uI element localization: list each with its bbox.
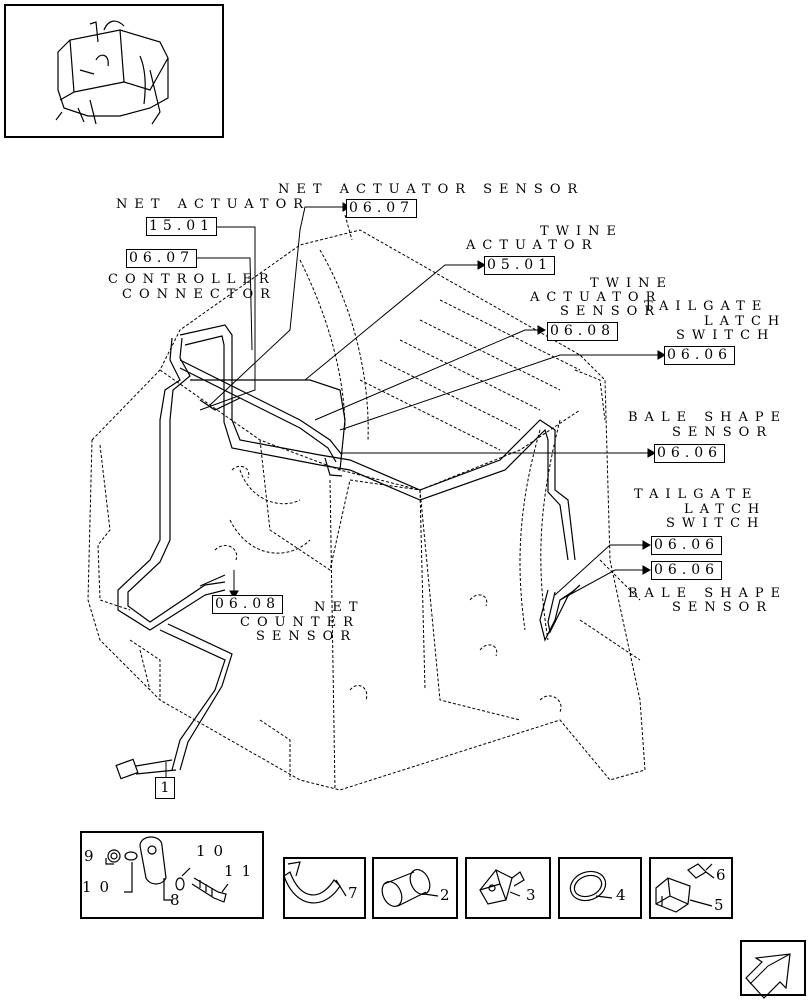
- ref-bale-shape-sensor-lower[interactable]: 06.06: [651, 561, 723, 580]
- callout-4: 4: [616, 886, 629, 904]
- callout-2: 2: [440, 886, 453, 904]
- thumbnail-frame-art: [55, 20, 169, 125]
- label-twine-actuator-sensor-2: ACTUATOR: [530, 290, 663, 305]
- label-net-counter-sensor-3: SENSOR: [256, 629, 358, 644]
- label-tailgate-latch-switch-upper-3: SWITCH: [676, 328, 776, 343]
- callout-5: 5: [714, 896, 727, 914]
- parts-art: [105, 836, 791, 999]
- part-2-frame[interactable]: [372, 857, 458, 919]
- label-net-actuator-sensor: NET ACTUATOR SENSOR: [278, 182, 585, 197]
- label-net-actuator: NET ACTUATOR: [116, 197, 311, 212]
- callout-6: 6: [716, 866, 729, 884]
- ref-tailgate-latch-switch-upper[interactable]: 06.06: [664, 346, 736, 365]
- wire-harness: [115, 324, 581, 780]
- ref-twine-actuator[interactable]: 05.01: [484, 256, 556, 275]
- baler-frame-outline: [87, 214, 646, 791]
- thumbnail-frame: [4, 4, 224, 138]
- arrowheads: [173, 202, 667, 600]
- label-bale-shape-sensor-lower-2: SENSOR: [672, 600, 774, 615]
- label-twine-actuator-1: TWINE: [540, 224, 624, 239]
- label-bale-shape-sensor-upper-1: BALE SHAPE: [628, 410, 788, 425]
- label-bale-shape-sensor-lower-1: BALE SHAPE: [628, 586, 788, 601]
- callout-main-harness[interactable]: 1: [155, 777, 175, 799]
- label-controller-connector-2: CONNECTOR: [122, 287, 277, 302]
- ref-net-counter-sensor[interactable]: 06.08: [212, 595, 284, 614]
- callout-8: 8: [170, 891, 183, 909]
- callout-10-right: 10: [196, 842, 232, 860]
- ref-tailgate-latch-switch-lower[interactable]: 06.06: [651, 536, 723, 555]
- label-bale-shape-sensor-upper-2: SENSOR: [672, 425, 774, 440]
- callout-10-left: 10: [82, 878, 118, 896]
- label-tailgate-latch-switch-lower-3: SWITCH: [666, 516, 766, 531]
- part-7-frame[interactable]: [283, 857, 366, 919]
- ref-controller-connector[interactable]: 06.07: [126, 249, 198, 268]
- label-twine-actuator-2: ACTUATOR: [466, 238, 599, 253]
- part-4-frame[interactable]: [558, 857, 642, 919]
- label-tailgate-latch-switch-upper-1: TAILGATE: [644, 299, 769, 314]
- part-6-5-frame[interactable]: [649, 857, 733, 919]
- ref-net-actuator[interactable]: 15.01: [146, 217, 218, 236]
- label-tailgate-latch-switch-upper-2: LATCH: [704, 314, 787, 329]
- label-tailgate-latch-switch-lower-1: TAILGATE: [634, 487, 759, 502]
- ref-net-actuator-sensor[interactable]: 06.07: [346, 199, 418, 218]
- callout-9: 9: [84, 847, 97, 865]
- label-net-counter-sensor-2: COUNTER: [240, 615, 360, 630]
- label-twine-actuator-sensor-3: SENSOR: [560, 304, 662, 319]
- callout-11: 11: [224, 862, 260, 880]
- ref-twine-actuator-sensor[interactable]: 06.08: [547, 322, 619, 341]
- hardware-kit-frame[interactable]: [80, 831, 264, 919]
- nav-next-frame[interactable]: [740, 940, 806, 996]
- label-controller-connector-1: CONTROLLER: [108, 272, 276, 287]
- ref-bale-shape-sensor-upper[interactable]: 06.06: [654, 444, 726, 463]
- label-tailgate-latch-switch-lower-2: LATCH: [684, 502, 767, 517]
- label-net-counter-sensor-1: NET: [314, 600, 365, 615]
- callout-7: 7: [348, 884, 361, 902]
- part-3-frame[interactable]: [465, 857, 551, 919]
- label-twine-actuator-sensor-1: TWINE: [590, 276, 674, 291]
- callout-3: 3: [526, 886, 539, 904]
